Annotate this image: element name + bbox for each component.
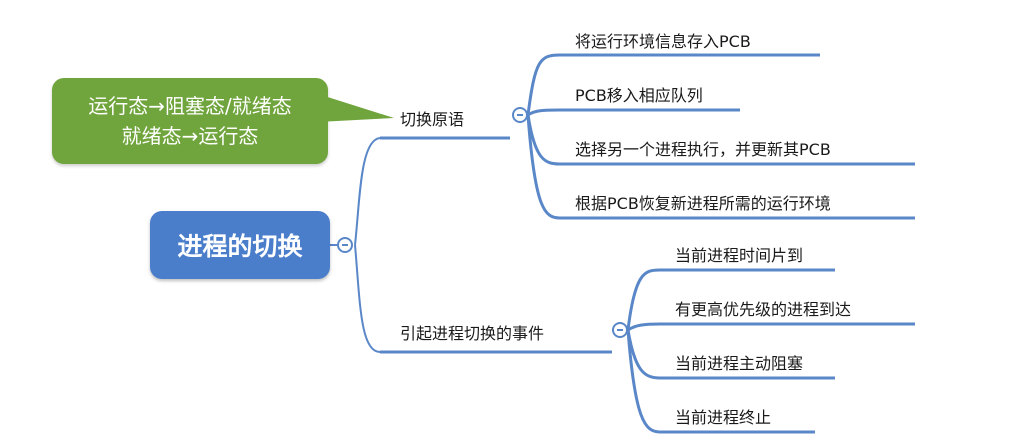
- leaf-label-0-3[interactable]: 根据PCB恢复新进程所需的运行环境: [575, 194, 831, 213]
- leaf-label-0-1[interactable]: PCB移入相应队列: [575, 86, 703, 105]
- leaf-label-1-2[interactable]: 当前进程主动阻塞: [675, 354, 804, 373]
- collapse-minus-icon[interactable]: [612, 322, 628, 338]
- callout-tail: [318, 94, 394, 122]
- trunk-connector-bottom: [354, 244, 381, 353]
- leaf-connector-0-1: [527, 108, 740, 117]
- collapse-minus-icon[interactable]: [337, 237, 353, 253]
- leaf-label-1-3[interactable]: 当前进程终止: [675, 408, 772, 427]
- leaf-label-0-2[interactable]: 选择另一个进程执行，并更新其PCB: [575, 140, 831, 159]
- callout-bubble: 运行态→阻塞态/就绪态 就绪态→运行态: [52, 78, 328, 164]
- leaf-label-1-0[interactable]: 当前进程时间片到: [675, 246, 804, 265]
- collapse-minus-icon[interactable]: [512, 107, 528, 123]
- leaf-connector-1-1: [627, 322, 915, 332]
- leaf-label-1-1[interactable]: 有更高优先级的进程到达: [675, 300, 852, 319]
- leaf-connector-0-0: [526, 53, 820, 116]
- trunk-connector-top: [354, 137, 381, 246]
- callout-line-0: 运行态→阻塞态/就绪态: [88, 94, 292, 118]
- leaf-label-0-0[interactable]: 将运行环境信息存入PCB: [575, 32, 751, 51]
- leaf-connector-1-0: [626, 268, 835, 331]
- branch-label-0[interactable]: 切换原语: [400, 110, 465, 129]
- root-node[interactable]: 进程的切换: [150, 211, 330, 279]
- leaf-connector-0-3: [526, 114, 915, 220]
- branch-label-1[interactable]: 引起进程切换的事件: [400, 324, 545, 343]
- root-label: 进程的切换: [177, 232, 303, 261]
- leaf-connector-1-3: [626, 329, 815, 434]
- callout-line-1: 就绪态→运行态: [121, 124, 259, 148]
